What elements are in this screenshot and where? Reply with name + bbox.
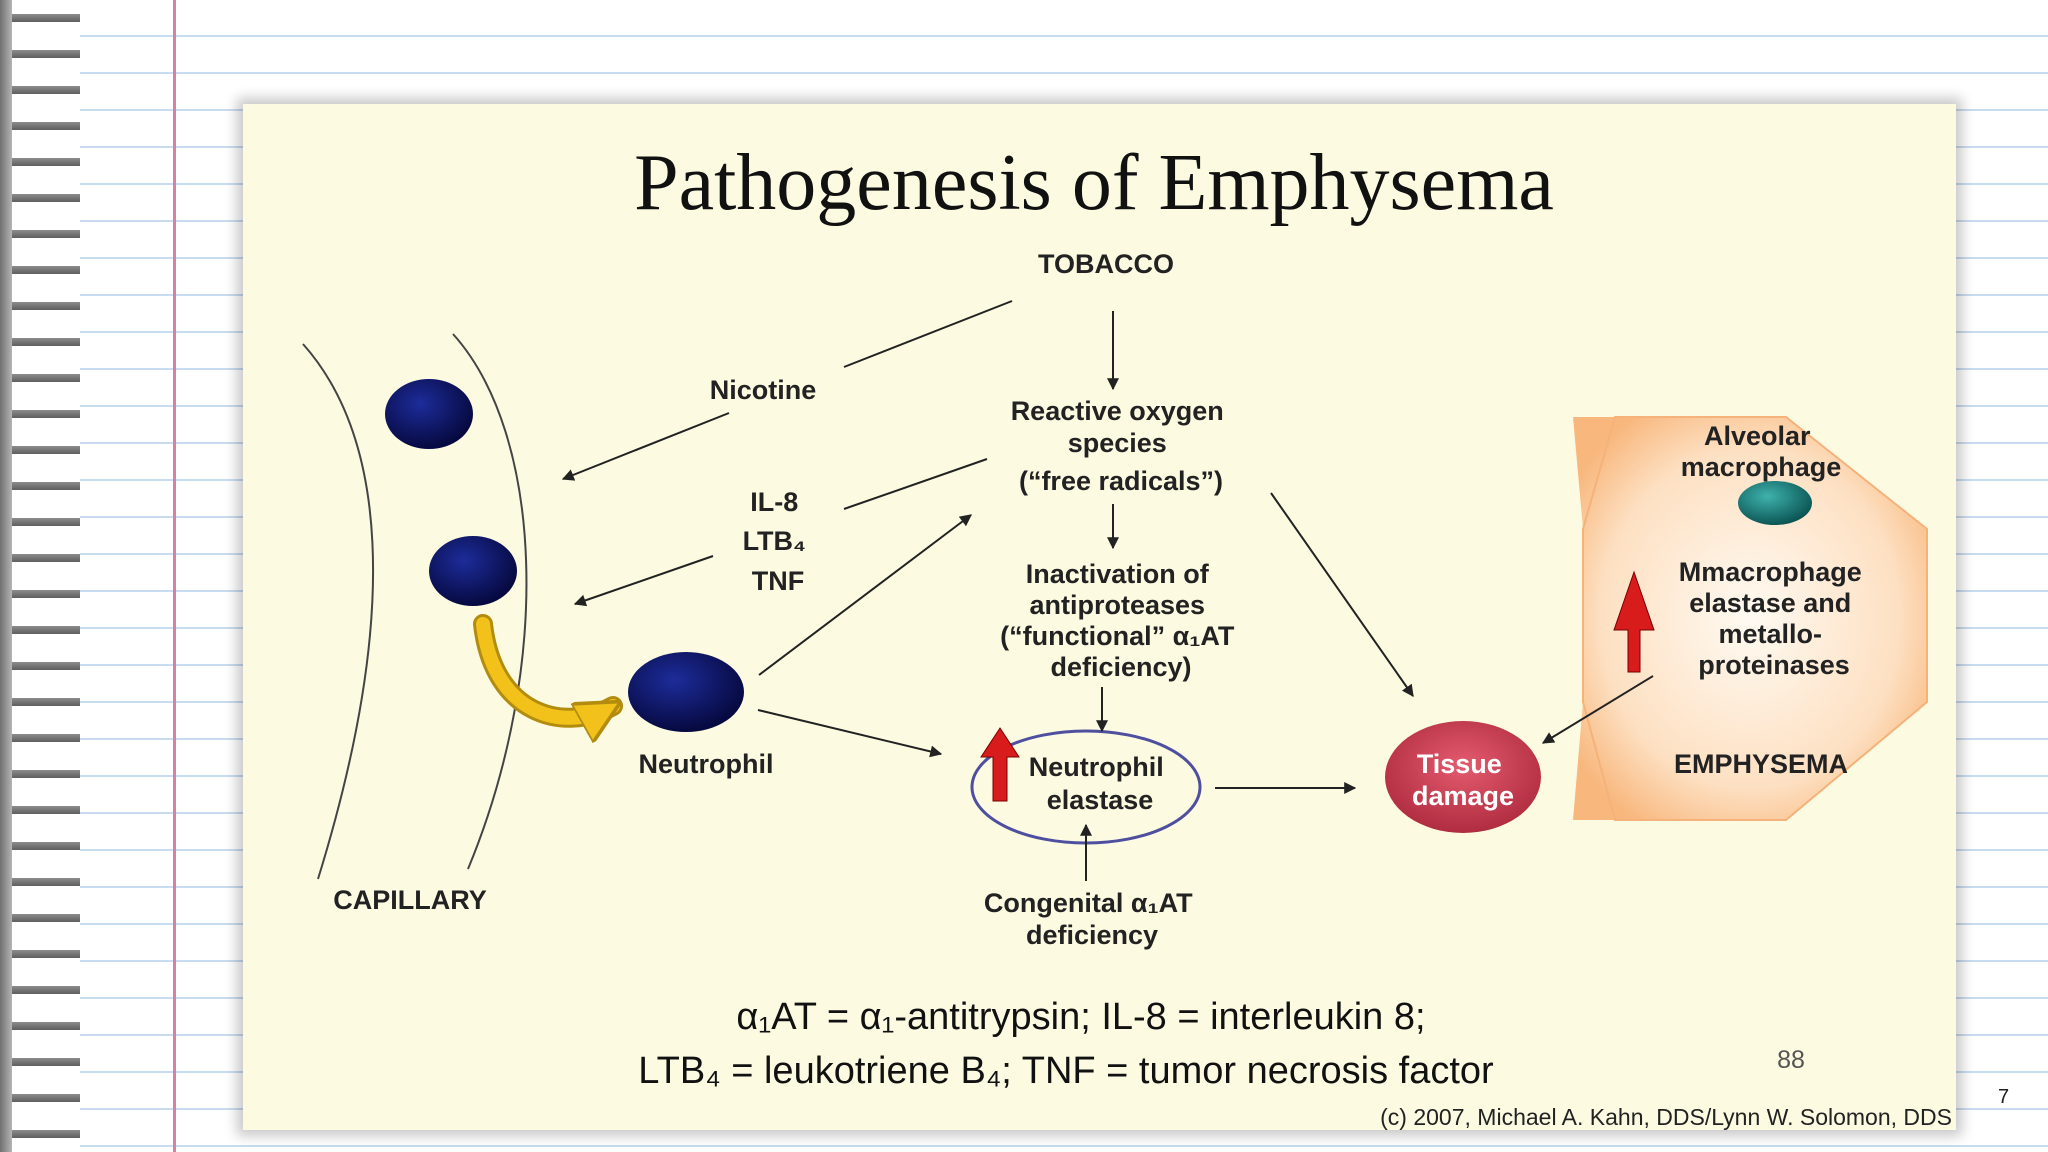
arrow-nicotine-to-capillary	[561, 412, 730, 481]
arrow-neutrophil-to-elastase	[757, 709, 943, 758]
arrow-ros-to-cytokines	[843, 458, 988, 510]
ros-label: Reactive oxygen species (“free radicals”…	[1011, 396, 1232, 496]
copyright-credit: (c) 2007, Michael A. Kahn, DDS/Lynn W. S…	[1380, 1104, 1952, 1130]
alveolar-macrophage-label: Alveolar macrophage	[1681, 421, 1842, 482]
capillary-wall-right	[452, 333, 528, 870]
notebook-margin-line	[173, 0, 176, 1152]
blood-cell	[385, 379, 473, 449]
neutrophil-label: Neutrophil	[639, 749, 774, 779]
macrophage-increase-arrow-icon	[1613, 570, 1655, 673]
footnote-line-1: α₁AT = α₁-antitrypsin; IL-8 = interleuki…	[736, 996, 1425, 1038]
tissue-damage-label: Tissue damage	[1412, 749, 1514, 811]
arrow-neutrophil-to-ros	[758, 514, 972, 676]
macrophage-enzymes-label: Mmacrophage elastase and metallo- protei…	[1679, 557, 1870, 680]
notebook-spiral-binding	[0, 0, 80, 1152]
blood-cell	[429, 536, 517, 606]
arrow-cytokines-to-capillary	[573, 555, 714, 607]
congenital-deficiency-label: Congenital α₁AT deficiency	[984, 888, 1200, 950]
inactivation-label: Inactivation of antiproteases (“function…	[1000, 559, 1242, 682]
capillary-label: CAPILLARY	[333, 885, 487, 915]
increase-arrow-icon	[980, 727, 1020, 802]
slide: Pathogenesis of Emphysema CAPILLARY Neut…	[243, 104, 1956, 1130]
arrow-macrophage-to-tissue-damage	[1541, 675, 1654, 744]
neutrophil-cell	[628, 652, 744, 732]
arrow-tobacco-to-nicotine	[843, 300, 1013, 368]
macrophage-nucleus	[1738, 481, 1812, 525]
pathogenesis-diagram: Pathogenesis of Emphysema CAPILLARY Neut…	[302, 139, 1952, 1130]
macrophage-octagon	[1573, 417, 1927, 820]
slide-title: Pathogenesis of Emphysema	[634, 139, 1554, 227]
tissue-damage-circle	[1385, 721, 1541, 833]
slide-number: 88	[1777, 1046, 1805, 1074]
page-number: 7	[1998, 1086, 2010, 1108]
emphysema-label: EMPHYSEMA	[1674, 749, 1848, 779]
footnote-line-2: LTB₄ = leukotriene B₄; TNF = tumor necro…	[638, 1050, 1494, 1092]
nicotine-label: Nicotine	[710, 375, 817, 405]
cytokine-tnf: TNF	[752, 566, 804, 596]
tobacco-label: TOBACCO	[1038, 249, 1174, 279]
migration-arrow	[476, 617, 613, 718]
capillary-wall-left	[302, 343, 375, 880]
arrow-ros-to-tissue-damage	[1270, 492, 1414, 697]
neutrophil-elastase-label: Neutrophil elastase	[1029, 752, 1172, 815]
macrophage-octagon-border	[1582, 416, 1928, 821]
cytokine-il8: IL-8	[750, 487, 798, 517]
cytokines-label: IL-8 LTB₄ TNF	[743, 487, 814, 596]
cytokine-ltb4: LTB₄	[743, 526, 806, 556]
